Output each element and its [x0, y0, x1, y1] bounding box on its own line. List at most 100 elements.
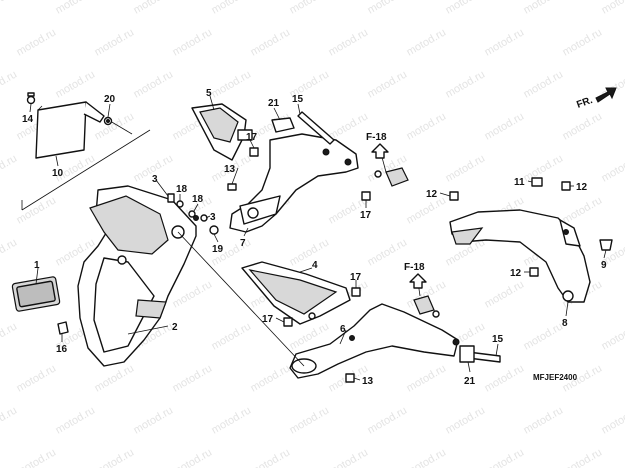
part-4-side-cover[interactable]	[241, 261, 351, 325]
callout-16[interactable]: 16	[56, 344, 68, 355]
part-15-bolt-upper[interactable]	[297, 111, 335, 145]
reference-f18-lower[interactable]: F-18	[404, 262, 427, 289]
callout-13-upper[interactable]: 13	[224, 164, 236, 175]
part-11-bolt[interactable]	[531, 177, 543, 187]
watermark-text: motod.ru	[132, 404, 176, 436]
callout-6[interactable]: 6	[340, 324, 346, 335]
reference-f18-upper[interactable]: F-18	[366, 132, 389, 159]
watermark-text: motod.ru	[444, 68, 488, 100]
part-3-bolt-b[interactable]	[200, 214, 208, 222]
part-13-bolt-b[interactable]	[345, 373, 355, 383]
part-17-bolt-b[interactable]	[361, 191, 371, 201]
part-17-bolt-d[interactable]	[351, 287, 361, 297]
watermark-text: motod.ru	[561, 446, 605, 468]
reference-f18-lower-label: F-18	[404, 262, 425, 273]
part-7-upper-bracket[interactable]	[229, 133, 359, 233]
part-18-washer-b[interactable]	[188, 210, 199, 221]
part-16-nut[interactable]	[57, 321, 69, 335]
part-12-bolt-c[interactable]	[529, 267, 539, 277]
part-6-lower-bracket[interactable]	[289, 303, 460, 379]
watermark-text: motod.ru	[405, 26, 449, 58]
front-direction-label: FR.	[575, 95, 594, 111]
watermark-text: motod.ru	[288, 236, 332, 268]
watermark-text: motod.ru	[483, 278, 527, 310]
callout-3-lower[interactable]: 3	[210, 212, 216, 223]
watermark-text: motod.ru	[93, 362, 137, 394]
watermark-text: motod.ru	[366, 0, 410, 17]
callout-15-upper[interactable]: 15	[292, 94, 304, 105]
watermark-text: motod.ru	[366, 404, 410, 436]
section-divider	[21, 129, 151, 211]
front-direction-indicator: FR.	[575, 87, 617, 111]
part-9-clip[interactable]	[599, 239, 613, 251]
callout-9[interactable]: 9	[601, 260, 607, 271]
watermark-text: motod.ru	[132, 0, 176, 17]
up-arrow-icon	[409, 273, 427, 289]
watermark-text: motod.ru	[0, 404, 19, 436]
part-8-tail-undercover[interactable]	[449, 209, 591, 303]
callout-labels: 1 2 3 3 4 5 6 7 8 9 10 11 12 12 12 13 13…	[22, 88, 607, 387]
part-17-bolt-a[interactable]	[249, 147, 259, 157]
part-1-reflector[interactable]	[11, 276, 61, 312]
part-19-collar[interactable]	[209, 225, 219, 235]
callout-17-upper-left[interactable]: 17	[246, 132, 258, 143]
watermark-text: motod.ru	[210, 68, 254, 100]
part-10-plate-holder[interactable]	[35, 101, 105, 159]
part-14-bolt[interactable]	[26, 92, 36, 105]
watermark-text: motod.ru	[288, 404, 332, 436]
watermark-text: motod.ru	[522, 320, 566, 352]
watermark-text: motod.ru	[249, 362, 293, 394]
part-20-nut[interactable]	[103, 116, 113, 126]
callout-15-lower[interactable]: 15	[492, 334, 504, 345]
callout-12-left[interactable]: 12	[426, 189, 438, 200]
callout-20[interactable]: 20	[104, 94, 116, 105]
front-arrow-icon	[595, 87, 617, 103]
watermark-text: motod.ru	[522, 404, 566, 436]
watermark-text: motod.ru	[522, 0, 566, 17]
part-21-collar-upper[interactable]	[271, 117, 295, 133]
part-18-washer-a[interactable]	[176, 200, 184, 208]
watermark-text: motod.ru	[132, 68, 176, 100]
callout-5[interactable]: 5	[206, 88, 212, 99]
callout-12-right[interactable]: 12	[576, 182, 588, 193]
callout-4[interactable]: 4	[312, 260, 318, 271]
grommet-lower[interactable]	[413, 295, 440, 318]
callout-17-upper-right[interactable]: 17	[360, 210, 372, 221]
callout-3-upper[interactable]: 3	[152, 174, 158, 185]
watermark-text: motod.ru	[54, 404, 98, 436]
watermark-text: motod.ru	[171, 446, 215, 468]
callout-18-upper[interactable]: 18	[176, 184, 188, 195]
diagram-code: MFJEF2400	[533, 373, 578, 382]
callout-17-lower-right[interactable]: 17	[350, 272, 362, 283]
callout-12-lower[interactable]: 12	[510, 268, 522, 279]
watermark-text: motod.ru	[210, 0, 254, 17]
callout-11[interactable]: 11	[514, 177, 525, 188]
callout-1[interactable]: 1	[34, 260, 40, 271]
part-3-bolt-a[interactable]	[167, 193, 175, 203]
watermark-text: motod.ru	[0, 0, 19, 17]
watermark-text: motod.ru	[249, 446, 293, 468]
callout-2[interactable]: 2	[172, 322, 178, 333]
callout-21-upper[interactable]: 21	[268, 98, 280, 109]
watermark-text: motod.ru	[327, 446, 371, 468]
callout-21-lower[interactable]: 21	[464, 376, 476, 387]
watermark-text: motod.ru	[600, 320, 625, 352]
callout-7[interactable]: 7	[240, 238, 246, 249]
grommet-upper[interactable]	[374, 167, 409, 187]
part-17-bolt-c[interactable]	[283, 317, 293, 327]
part-12-bolt-b[interactable]	[561, 181, 571, 191]
callout-13-lower[interactable]: 13	[362, 376, 374, 387]
callout-18-lower[interactable]: 18	[192, 194, 204, 205]
part-21-collar-lower[interactable]	[459, 345, 475, 363]
callout-19[interactable]: 19	[212, 244, 224, 255]
watermark-text: motod.ru	[483, 110, 527, 142]
part-5-upper-cover[interactable]	[191, 103, 253, 161]
callout-10[interactable]: 10	[52, 168, 64, 179]
part-13-bolt-a[interactable]	[227, 183, 237, 191]
callout-14[interactable]: 14	[22, 114, 34, 125]
callout-17-lower-left[interactable]: 17	[262, 314, 274, 325]
callout-8[interactable]: 8	[562, 318, 568, 329]
part-12-bolt-a[interactable]	[449, 191, 459, 201]
part-2-rear-fender[interactable]	[77, 185, 197, 367]
